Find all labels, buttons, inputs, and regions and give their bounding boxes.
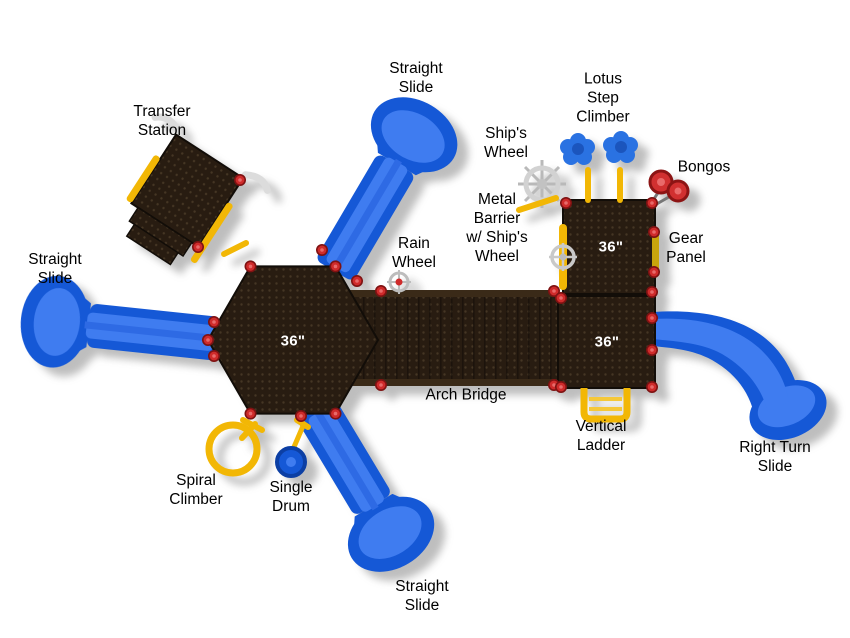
upper-square-deck-art	[562, 199, 656, 295]
gear-panel-art	[652, 232, 659, 272]
label-spiral-climber: Spiral Climber	[169, 472, 223, 508]
right-turn-slide-art	[653, 311, 827, 440]
straight-slide-bottom-art	[299, 400, 435, 572]
label-straight-slide-bottom: Straight Slide	[395, 578, 449, 614]
spiral-climber-art	[205, 421, 261, 477]
upper-deck-size-label: 36"	[598, 238, 624, 256]
lotus-step-climber-art	[560, 131, 638, 203]
label-right-turn-slide: Right Turn Slide	[739, 439, 811, 475]
bongos-art	[648, 169, 690, 207]
rain-wheel-art	[387, 270, 411, 294]
ships-wheel-art	[518, 160, 566, 208]
label-rain-wheel: Rain Wheel	[392, 235, 436, 271]
label-ships-wheel: Ship's Wheel	[484, 125, 528, 161]
label-gear-panel: Gear Panel	[666, 230, 706, 266]
label-metal-barrier: Metal Barrier w/ Ship's Wheel	[466, 191, 528, 265]
vertical-ladder-art	[580, 388, 631, 423]
label-single-drum: Single Drum	[269, 479, 313, 515]
lower-square-deck-art	[557, 295, 656, 389]
straight-slide-left-art	[20, 275, 220, 368]
playground-structure-art	[20, 97, 827, 572]
hex-deck-size-label: 36"	[280, 332, 306, 350]
label-transfer-station: Transfer Station	[133, 103, 191, 139]
label-arch-bridge: Arch Bridge	[425, 386, 507, 404]
arch-bridge-art	[347, 290, 558, 386]
label-lotus-step-climber: Lotus Step Climber	[576, 70, 630, 126]
label-straight-slide-left: Straight Slide	[28, 251, 82, 287]
label-bongos: Bongos	[677, 158, 731, 176]
label-straight-slide-top: Straight Slide	[389, 60, 443, 96]
lower-deck-size-label: 36"	[594, 333, 620, 351]
ships-wheel-rail	[516, 195, 559, 213]
single-drum-art	[275, 423, 307, 478]
label-vertical-ladder: Vertical Ladder	[575, 418, 627, 454]
straight-slide-top-art	[317, 97, 458, 280]
metal-barrier-art	[549, 224, 577, 290]
